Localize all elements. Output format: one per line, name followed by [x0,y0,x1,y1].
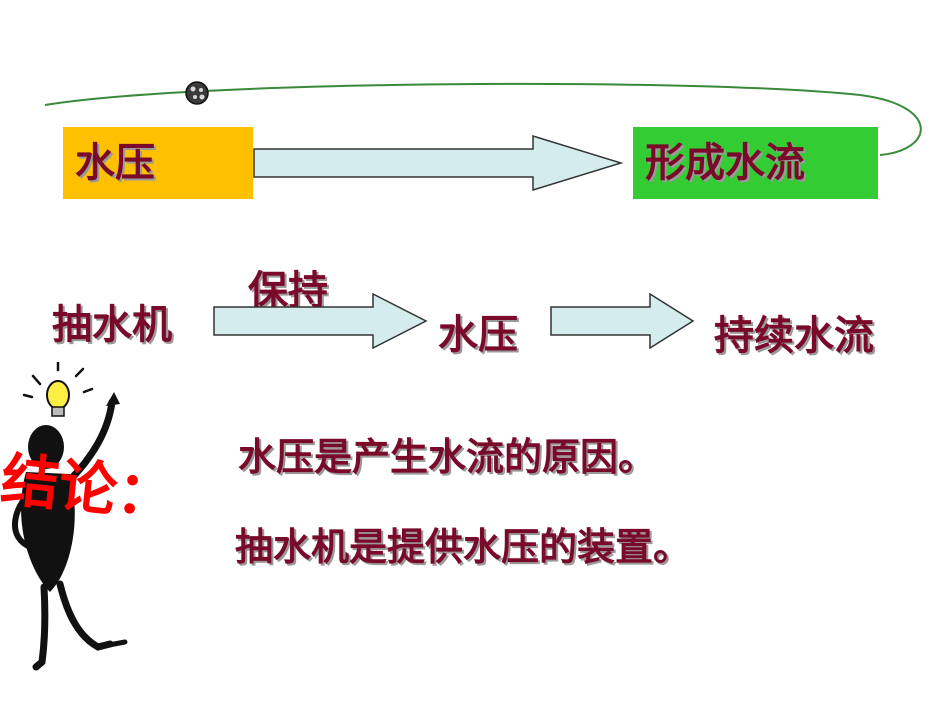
middle-arrow-2 [550,293,695,349]
form-water-flow-label: 形成水流 [645,140,805,186]
sustained-water-flow-label: 持续水流 [714,313,874,359]
lightbulb-icon [46,380,70,417]
water-pressure-label: 水压 [75,140,155,186]
form-water-flow-box: 形成水流 [633,127,878,199]
top-arrow [253,135,623,191]
conclusion-line-1: 水压是产生水流的原因。 [238,435,657,479]
pump-label: 抽水机 [52,302,172,348]
middle-water-pressure-label: 水压 [438,312,518,358]
water-pressure-box: 水压 [63,127,253,199]
thinking-figure-icon [12,362,128,671]
middle-arrow-1 [213,293,428,349]
conclusion-line-2: 抽水机是提供水压的装置。 [235,525,692,569]
planet-icon [185,81,209,105]
conclusion-title: 结论： [0,445,179,531]
